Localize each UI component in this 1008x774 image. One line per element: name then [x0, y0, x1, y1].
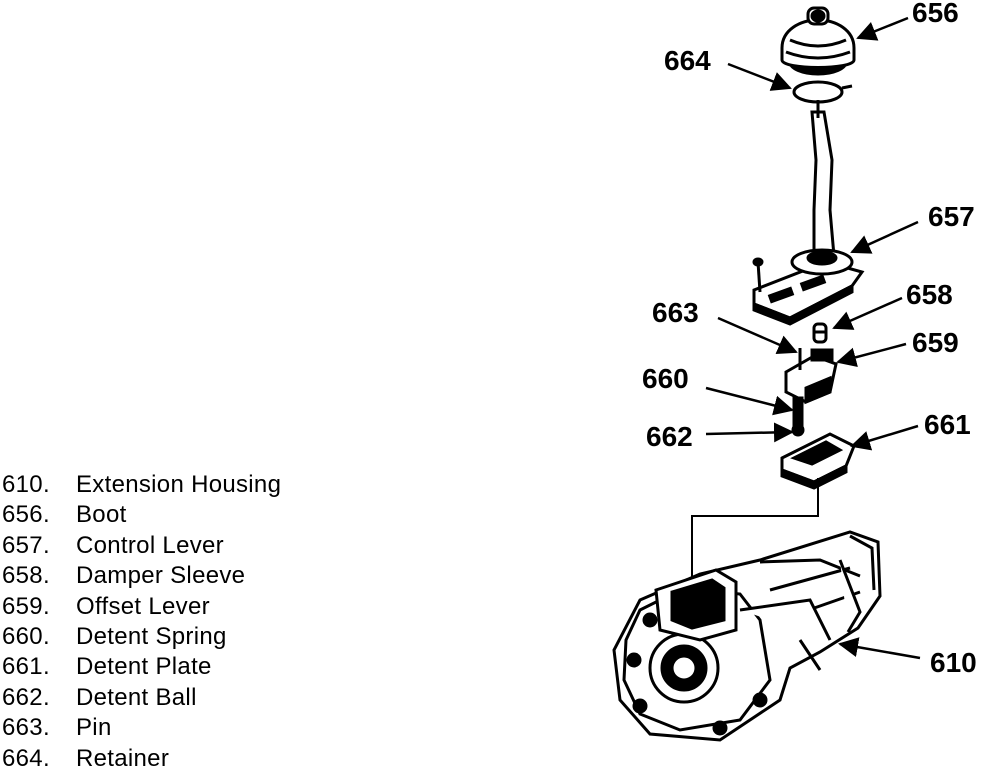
parts-legend: 610. Extension Housing 656. Boot 657. Contr… — [2, 470, 281, 774]
legend-label: Damper Sleeve — [76, 562, 246, 590]
leader-arrows — [705, 16, 921, 660]
extension-housing-part — [612, 530, 882, 742]
legend-number: 659. — [2, 592, 50, 620]
callout-661: 661 — [924, 409, 971, 440]
legend-item: 657. Control Lever — [2, 531, 281, 561]
legend-label: Retainer — [76, 744, 170, 772]
legend-number: 664. — [2, 744, 50, 772]
alignment-line — [691, 478, 819, 610]
legend-item: 658. Damper Sleeve — [2, 561, 281, 591]
boot-part — [780, 6, 856, 76]
legend-item: 661. Detent Plate — [2, 652, 281, 682]
legend-item: 656. Boot — [2, 500, 281, 530]
leader-658 — [832, 296, 903, 330]
legend-item: 663. Pin — [2, 713, 281, 743]
legend-item: 664. Retainer — [2, 744, 281, 774]
callout-664: 664 — [664, 45, 711, 76]
legend-number: 656. — [2, 501, 50, 529]
detent-spring-part — [791, 396, 805, 437]
callout-663: 663 — [652, 297, 699, 328]
callout-657: 657 — [928, 201, 975, 232]
legend-label: Detent Spring — [76, 623, 227, 651]
leader-610 — [838, 637, 921, 660]
legend-item: 610. Extension Housing — [2, 470, 281, 500]
callout-662: 662 — [646, 421, 693, 452]
legend-item: 660. Detent Spring — [2, 622, 281, 652]
legend-item: 659. Offset Lever — [2, 592, 281, 622]
callout-659: 659 — [912, 327, 959, 358]
leader-661 — [850, 424, 919, 451]
control-lever-part — [752, 100, 865, 326]
legend-item: 662. Detent Ball — [2, 683, 281, 713]
leader-656 — [856, 16, 909, 41]
legend-number: 662. — [2, 683, 50, 711]
legend-label: Detent Plate — [76, 653, 212, 681]
callout-656: 656 — [912, 0, 959, 28]
damper-sleeve-part — [812, 322, 828, 344]
legend-number: 663. — [2, 714, 50, 742]
legend-label: Control Lever — [76, 531, 224, 559]
legend-label: Pin — [76, 714, 112, 742]
callout-658: 658 — [906, 279, 953, 310]
callout-660: 660 — [642, 363, 689, 394]
callout-610: 610 — [930, 647, 977, 678]
leader-657 — [850, 220, 919, 254]
leader-660 — [705, 386, 794, 416]
legend-number: 661. — [2, 653, 50, 681]
detent-plate-part — [780, 432, 856, 490]
legend-label: Extension Housing — [76, 471, 282, 498]
legend-number: 658. — [2, 562, 50, 590]
legend-label: Detent Ball — [76, 683, 197, 711]
leader-659 — [836, 342, 907, 368]
offset-lever-part — [784, 348, 838, 405]
legend-number: 610. — [2, 471, 50, 498]
leader-663 — [717, 316, 798, 354]
legend-label: Offset Lever — [76, 592, 210, 620]
leader-664 — [727, 62, 792, 91]
legend-number: 657. — [2, 531, 50, 559]
legend-number: 660. — [2, 623, 50, 651]
retainer-part — [792, 80, 853, 104]
legend-label: Boot — [76, 501, 127, 529]
leader-662 — [705, 422, 794, 443]
